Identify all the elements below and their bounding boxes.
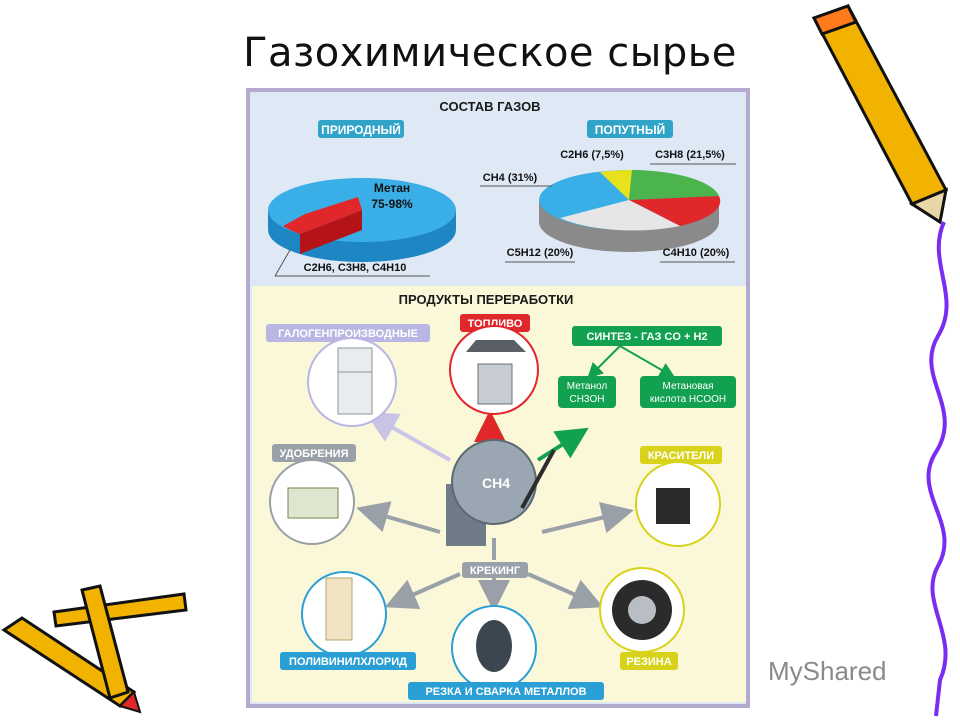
c4h10-slice (629, 196, 721, 226)
methane-pct: 75-98% (371, 197, 413, 211)
wavy-border-decoration (926, 221, 949, 717)
wallpaper-roll-icon (325, 577, 353, 641)
rubber-node: РЕЗИНА (599, 567, 685, 670)
c4h10-label: C4H10 (20%) (663, 247, 730, 259)
c5h12-slice (560, 200, 680, 231)
cracking-badge (462, 562, 528, 578)
pvc-label: ПОЛИВИНИЛХЛОРИД (289, 656, 407, 668)
rubber-label: РЕЗИНА (626, 656, 671, 668)
other-gases-slice (283, 197, 362, 234)
fertilizer-label: УДОБРЕНИЯ (279, 448, 348, 460)
methane-label: Метан (374, 181, 410, 195)
methane-tank: CH4 (446, 439, 556, 546)
composition-heading: СОСТАВ ГАЗОВ (439, 99, 540, 114)
welding-label: РЕЗКА И СВАРКА МЕТАЛЛОВ (425, 686, 586, 698)
formic-acid-name: Метановая (663, 381, 714, 392)
fridge-icon (337, 347, 373, 415)
watermark: MyShared (768, 656, 887, 686)
c5h12-label: C5H12 (20%) (507, 247, 574, 259)
c3h8-label: C3H8 (21,5%) (655, 149, 725, 161)
pencil-decoration-top-icon (811, 4, 949, 225)
natural-gas-pie: ПРИРОДНЫЙ Метан 75-98% C2H6, C3H8, C4H10 (268, 120, 456, 277)
paint-can-icon (656, 488, 690, 524)
associated-label: ПОПУТНЫЙ (595, 122, 665, 137)
c2h6-slice (600, 170, 632, 200)
pencil-decoration-bottom-icon (1, 584, 188, 714)
associated-gas-pie: ПОПУТНЫЙ CH4 (31%) C2H6 (7,5%) C3H8 (21,… (480, 120, 736, 263)
tank-ladder-icon (520, 449, 556, 509)
halogen-node: ГАЛОГЕНПРОИЗВОДНЫЕ (266, 324, 430, 427)
pvc-node: ПОЛИВИНИЛХЛОРИД (280, 571, 416, 670)
car-icon (466, 340, 526, 352)
formic-acid-formula: кислота HCOOH (650, 394, 726, 405)
syngas-node: СИНТЕЗ - ГАЗ CO + H2 Метанол CH3OH Метан… (558, 326, 736, 408)
fertilizer-box-icon (287, 487, 339, 519)
products-heading: ПРОДУКТЫ ПЕРЕРАБОТКИ (399, 292, 574, 307)
stove-icon (477, 363, 513, 405)
fuel-node: ТОПЛИВО (449, 314, 539, 415)
syngas-label: СИНТЕЗ - ГАЗ CO + H2 (586, 331, 707, 343)
dyes-label: КРАСИТЕЛИ (648, 450, 714, 462)
halogen-label: ГАЛОГЕНПРОИЗВОДНЫЕ (278, 328, 418, 340)
ch4-label: CH4 (31%) (483, 172, 538, 184)
slide-title: Газохимическое сырье (243, 30, 737, 76)
dyes-node: КРАСИТЕЛИ (635, 446, 722, 547)
c2h6-label: C2H6 (7,5%) (560, 149, 624, 161)
cracking-label: КРЕКИНГ (470, 565, 521, 577)
fertilizer-node: УДОБРЕНИЯ (269, 444, 356, 545)
methanol-formula: CH3OH (569, 394, 604, 405)
methanol-name: Метанол (567, 381, 608, 392)
natural-label-badge (318, 120, 404, 138)
natural-others-label: C2H6, C3H8, C4H10 (304, 262, 407, 274)
natural-label: ПРИРОДНЫЙ (321, 122, 401, 137)
welding-node: РЕЗКА И СВАРКА МЕТАЛЛОВ (408, 605, 604, 700)
c3h8-slice (629, 170, 719, 200)
welder-icon (476, 620, 512, 672)
associated-label-badge (587, 120, 673, 138)
center-label: CH4 (482, 475, 510, 491)
